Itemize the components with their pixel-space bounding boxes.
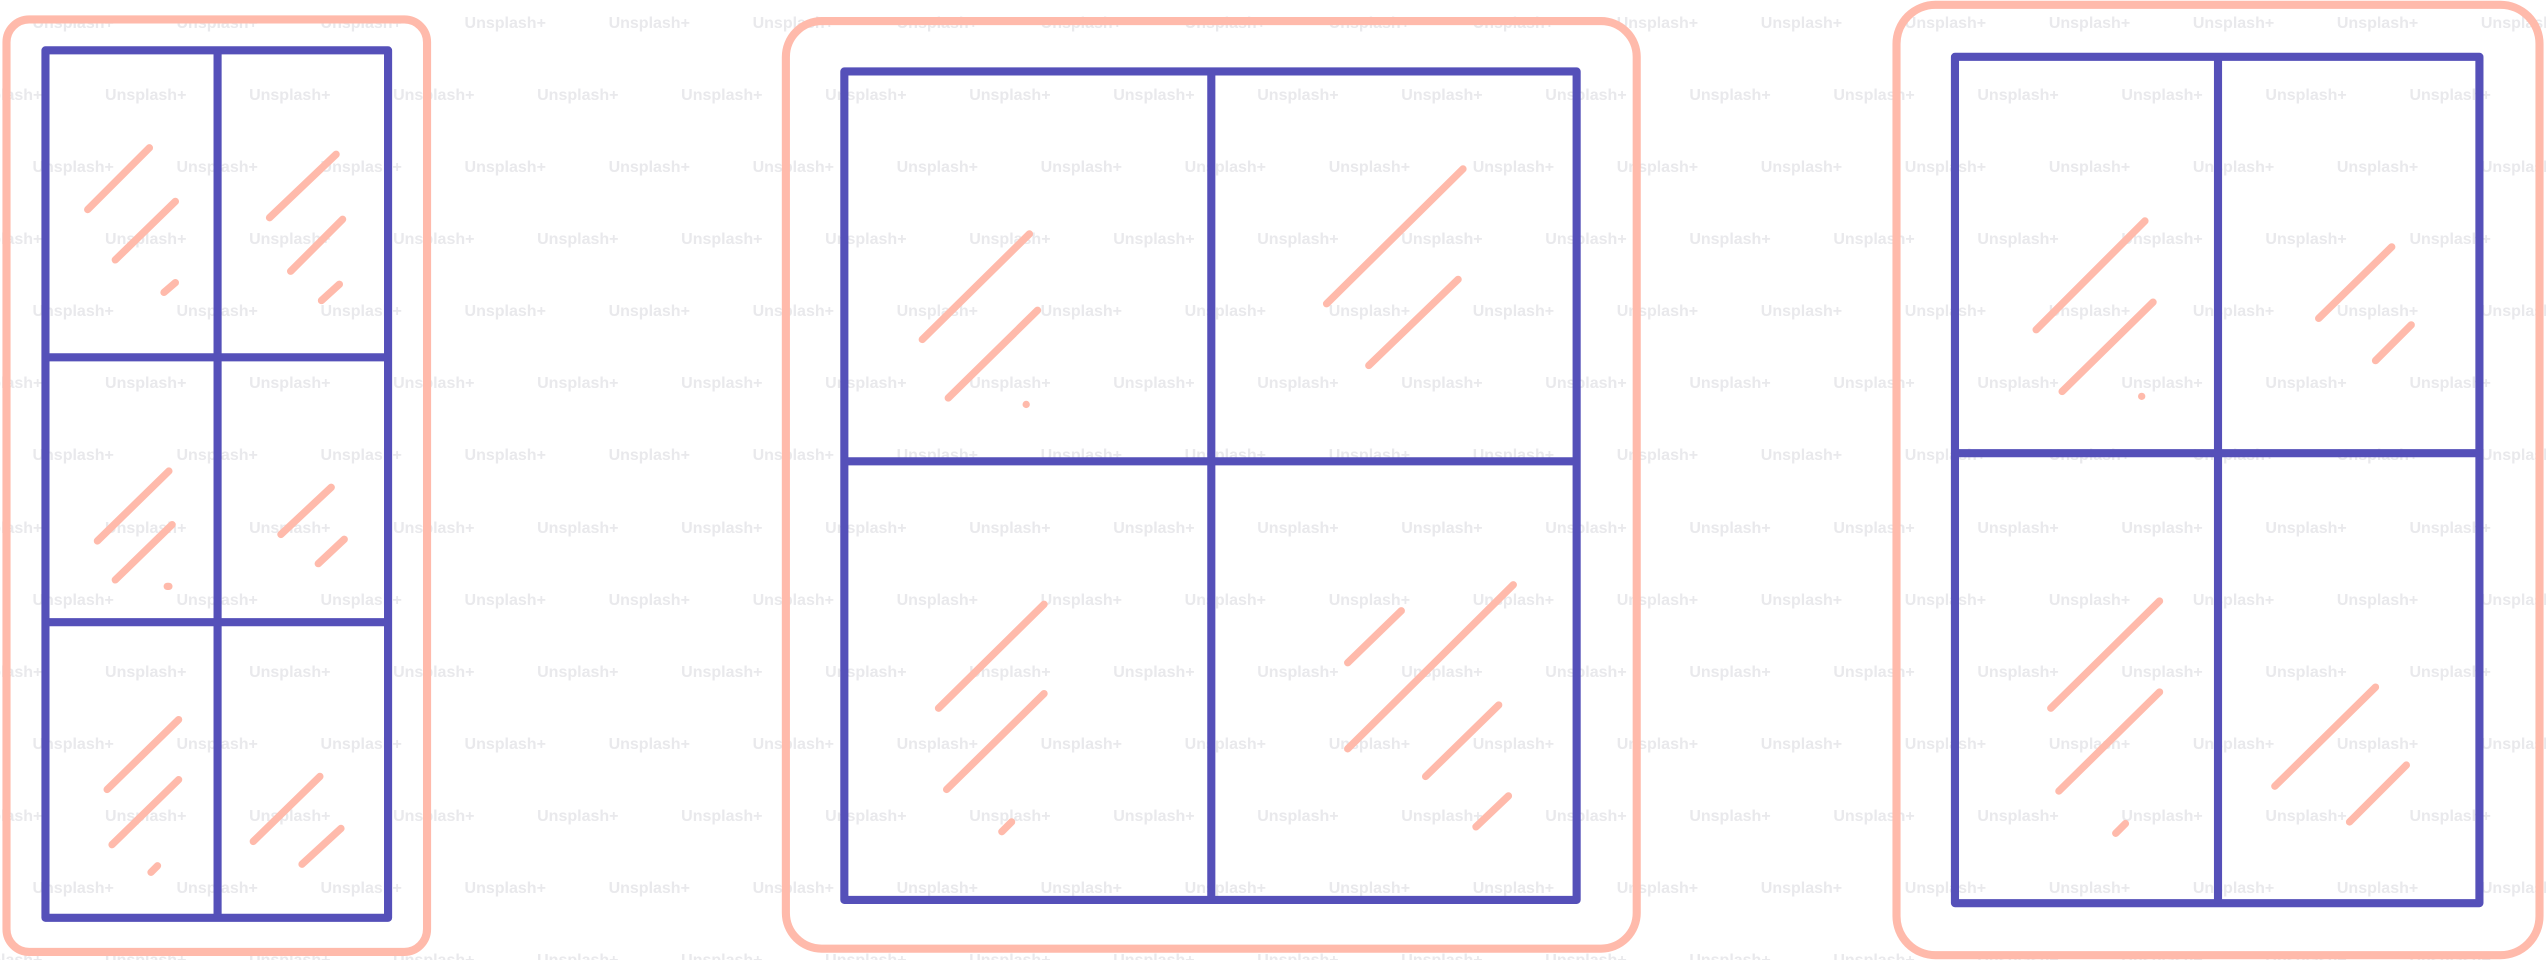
glass-glare-stroke bbox=[918, 230, 1034, 344]
glass-glare-stroke bbox=[2047, 597, 2164, 712]
glass-glare-stroke bbox=[317, 280, 344, 305]
glass-glare-stroke bbox=[942, 689, 1048, 794]
glass-glare-stroke bbox=[2058, 298, 2157, 396]
outer-frame bbox=[1892, 0, 2544, 960]
outer-frame bbox=[2, 15, 432, 956]
glass-glare-stroke bbox=[93, 467, 173, 545]
window-icon-square bbox=[1892, 0, 2544, 960]
glass-glare-stroke bbox=[249, 772, 324, 846]
glass-glare-stroke bbox=[298, 824, 345, 868]
glass-glare-stroke bbox=[103, 715, 183, 794]
glass-glare-stroke bbox=[1322, 165, 1467, 308]
outer-frame bbox=[781, 17, 1641, 953]
glass-glare-stroke bbox=[998, 818, 1016, 836]
glass-glare-stroke bbox=[111, 197, 180, 264]
glass-glare-stroke bbox=[2032, 217, 2149, 334]
glass-glare-stroke bbox=[286, 215, 347, 275]
glass-glare-stroke bbox=[2112, 819, 2130, 837]
glass-glare-stroke bbox=[1421, 701, 1503, 781]
window-icon-tall bbox=[2, 15, 432, 956]
glass-glare-stroke bbox=[1472, 792, 1513, 831]
glass-glare-stroke bbox=[84, 144, 154, 214]
glass-glare-stroke bbox=[277, 483, 335, 539]
glass-glare-stroke bbox=[2315, 243, 2396, 323]
glass-glare-stroke bbox=[1344, 607, 1405, 667]
glass-glare-stroke bbox=[2345, 761, 2411, 826]
glass-glare-stroke bbox=[314, 535, 348, 568]
glass-glare-stroke bbox=[1344, 581, 1517, 753]
glass-glare-stroke bbox=[265, 150, 340, 222]
glass-glare-stroke bbox=[1365, 275, 1462, 370]
glass-glare-stroke bbox=[944, 306, 1042, 402]
window-icon-wide bbox=[781, 17, 1641, 953]
glass-glare-stroke bbox=[2271, 683, 2380, 790]
glass-glare-stroke bbox=[111, 521, 176, 584]
glass-glare-stroke bbox=[2371, 321, 2415, 365]
glass-glare-stroke bbox=[2055, 688, 2164, 795]
glass-glare-stroke bbox=[934, 600, 1048, 712]
glass-glare-stroke bbox=[160, 278, 180, 297]
glass-glare-stroke bbox=[147, 862, 162, 876]
glass-glare-stroke bbox=[108, 776, 183, 849]
